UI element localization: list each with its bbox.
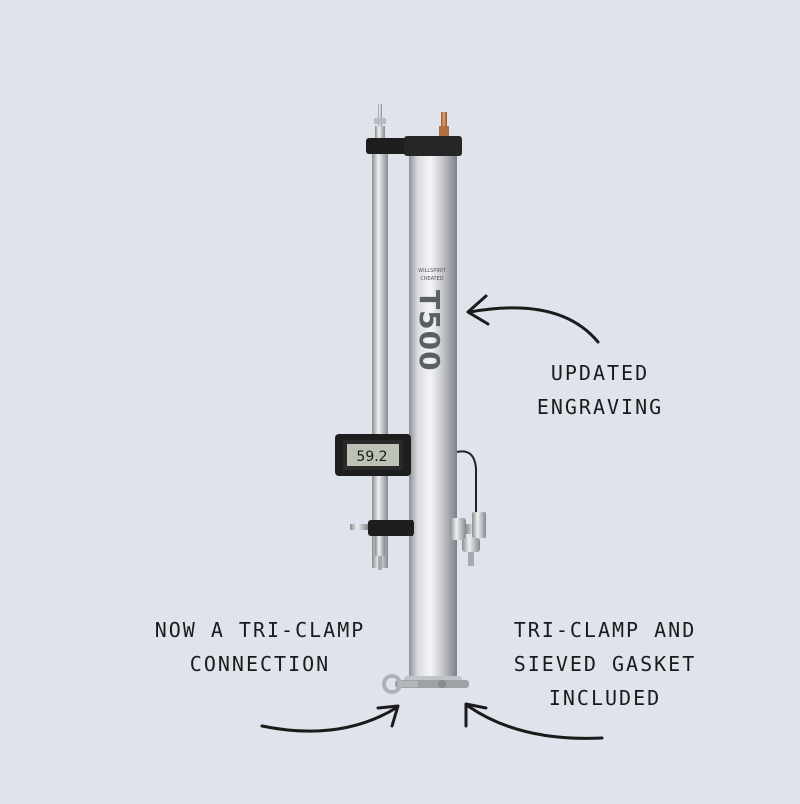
svg-text:CREATED: CREATED [420, 276, 443, 282]
annotation-tri-clamp-connection: NOW A TRI-CLAMP CONNECTION [140, 613, 380, 681]
model-engraving: T500 [413, 290, 446, 372]
right-side-valve [450, 512, 486, 566]
annotation-line: NOW A TRI-CLAMP [154, 618, 366, 642]
column-engraving: WILLSPIRIT CREATED T500 [413, 268, 447, 372]
arrow-connection-head [376, 704, 400, 728]
top-bracket [366, 136, 462, 156]
lower-left-fitting [375, 536, 385, 570]
arrow-gasket [466, 704, 604, 740]
arrow-engraving [468, 306, 600, 344]
arrow-engraving-head [466, 294, 490, 326]
arrow-connection [260, 706, 398, 733]
annotation-line: CONNECTION [189, 652, 331, 676]
side-rod [372, 148, 388, 568]
annotation-updated-engraving: UPDATED ENGRAVING [520, 356, 680, 424]
lower-bracket [350, 520, 414, 536]
annotation-line: SIEVED GASKET [513, 652, 697, 676]
annotation-line: UPDATED [550, 361, 650, 385]
arrow-gasket-head [464, 702, 488, 728]
annotation-line: TRI-CLAMP AND [513, 618, 697, 642]
svg-text:WILLSPIRIT: WILLSPIRIT [418, 268, 447, 274]
annotation-line: ENGRAVING [536, 395, 664, 419]
probe-cable [456, 450, 477, 512]
annotation-sieved-gasket: TRI-CLAMP AND SIEVED GASKET INCLUDED [500, 613, 710, 715]
copper-pipe [439, 112, 449, 140]
main-column [409, 140, 457, 688]
thermometer: 59.2 [335, 434, 411, 476]
annotation-line: INCLUDED [548, 686, 662, 710]
thermometer-reading: 59.2 [356, 449, 387, 465]
top-left-fitting [374, 104, 386, 140]
bottom-tri-clamp [382, 674, 469, 694]
arrows [260, 294, 604, 740]
